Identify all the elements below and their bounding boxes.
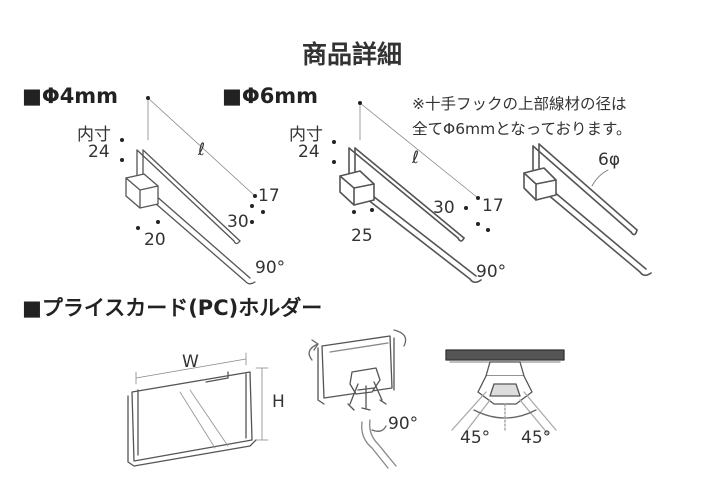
hook-6phi-drawing bbox=[523, 143, 652, 277]
hook-6mm-dim-rise: 17 bbox=[482, 196, 504, 216]
hook-6mm-angle: 90° bbox=[476, 262, 507, 282]
price-card-drawing bbox=[127, 352, 269, 467]
hook-4mm-dim-tip: 30 bbox=[227, 212, 249, 232]
hook-6mm-dim-tip: 30 bbox=[433, 198, 455, 218]
note-line-1: ※十手フックの上部線材の径は bbox=[412, 95, 627, 113]
hook-6mm-dim-length: ℓ bbox=[412, 148, 420, 168]
pc-tilt-left-angle: 45° bbox=[460, 428, 491, 448]
hook-6mm-inner-label: 内寸 bbox=[289, 125, 323, 145]
hook-6mm-drawing bbox=[339, 102, 482, 284]
price-card-tilt-drawing bbox=[445, 349, 565, 435]
hook-4mm-drawing bbox=[125, 97, 256, 285]
heading-4mm: ■Φ4mm bbox=[22, 84, 119, 108]
wire-diameter-label: 6φ bbox=[598, 150, 621, 170]
hook-4mm-dim-length: ℓ bbox=[198, 140, 206, 160]
page-title: 商品詳細 bbox=[301, 40, 402, 69]
heading-price-card-holder: ■プライスカード(PC)ホルダー bbox=[22, 296, 323, 320]
heading-6mm: ■Φ6mm bbox=[222, 84, 319, 108]
hook-4mm-dim-rise: 17 bbox=[258, 186, 280, 206]
hook-4mm-dim-inner: 24 bbox=[88, 142, 110, 162]
hook-4mm-dim-base: 20 bbox=[144, 230, 166, 250]
price-card-clip-drawing bbox=[308, 329, 407, 469]
pc-tilt-right-angle: 45° bbox=[521, 428, 552, 448]
hook-4mm-angle: 90° bbox=[255, 258, 286, 278]
pc-height-label: H bbox=[272, 392, 285, 412]
pc-rotation-angle: 90° bbox=[388, 414, 419, 434]
hook-4mm-inner-label: 内寸 bbox=[77, 125, 111, 145]
hook-6mm-dim-inner: 24 bbox=[298, 142, 320, 162]
note-line-2: 全てΦ6mmとなっております。 bbox=[412, 120, 632, 138]
pc-width-label: W bbox=[182, 352, 199, 372]
hook-6mm-dim-base: 25 bbox=[351, 226, 373, 246]
